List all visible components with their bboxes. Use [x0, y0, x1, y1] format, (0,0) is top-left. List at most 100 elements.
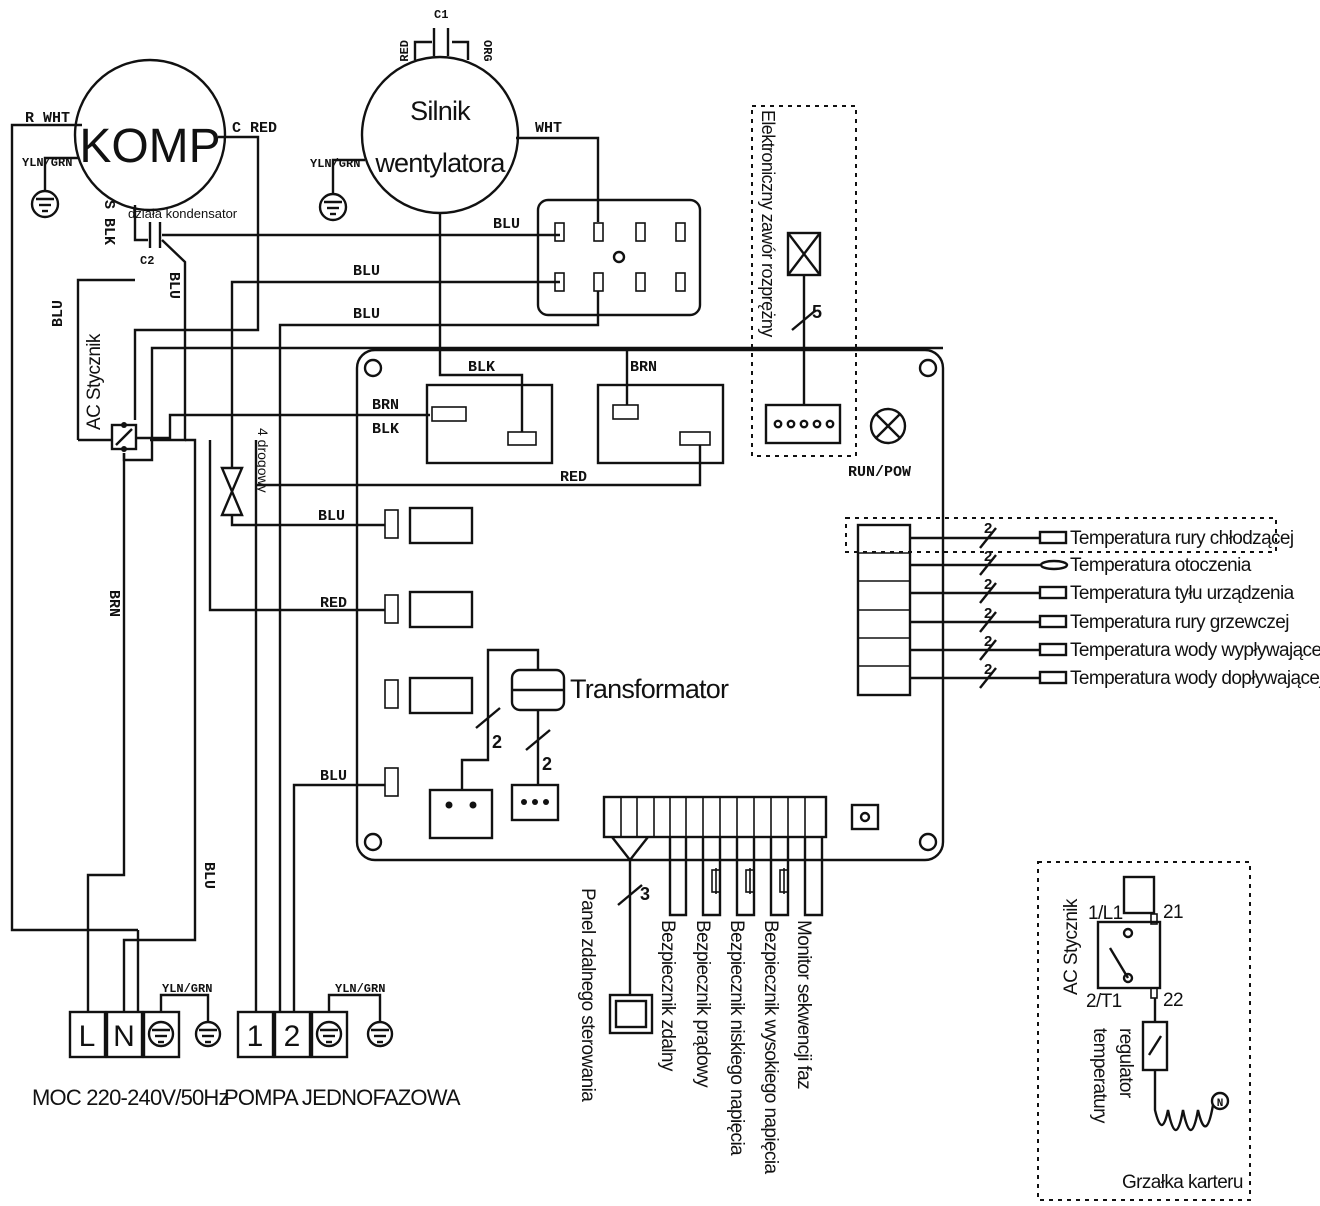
remote-panel-merge [611, 836, 649, 862]
wire-red-relay [208, 440, 385, 612]
fan-motor-label-2: wentylatora [374, 148, 506, 178]
wire-contactor-top [122, 346, 520, 462]
fuse-icons [711, 868, 789, 894]
ground-icon [147, 1020, 175, 1048]
wire-label-brn-top: BRN [630, 359, 657, 376]
wire-transformer-primary [486, 648, 540, 715]
wire-blu-4way-valve [230, 280, 560, 468]
ground-icon [318, 192, 348, 222]
wire-brn [86, 453, 126, 1012]
sensor-label-heating-pipe: Temperatura rury grzewczej [1070, 612, 1289, 633]
transformer-label: Transformator [570, 674, 729, 704]
heater-n-circle [1210, 1091, 1230, 1111]
ground-icon [366, 1020, 394, 1048]
connector [431, 406, 467, 422]
ground-icon [30, 189, 60, 219]
capacitor-note: działa kondensator [128, 206, 238, 221]
board-connector-blu-2 [384, 767, 399, 797]
run-pow-label: RUN/POW [848, 464, 911, 481]
protection-label-6: Monitor sekwencji faz [793, 920, 814, 1089]
sensor-wire-count: 2 [984, 520, 992, 537]
sensor-wire-count: 2 [984, 661, 992, 678]
connector [679, 431, 711, 446]
wire-blu-to-n [122, 438, 197, 1012]
wire-red-c1 [413, 40, 432, 60]
expansion-valve-label: Elektroniczny zawór rozprężny [758, 110, 778, 337]
wire-count-slash [617, 884, 643, 906]
fan-terminal-block [536, 198, 702, 317]
heater-t1: 2/T1 [1086, 991, 1122, 1012]
wire-label-comp-ground: YLN/GRN [22, 156, 72, 170]
heater-l1: 1/L1 [1088, 903, 1123, 924]
thermostat-label-2: temperatury [1089, 1028, 1110, 1124]
sensor-label-water-out: Temperatura wody wypływającej [1070, 640, 1320, 661]
heater-label: Grzałka karteru [1122, 1172, 1243, 1193]
wire-count-2b: 2 [542, 754, 552, 774]
remote-panel [608, 993, 654, 1035]
compressor-label: KOMP [79, 120, 220, 173]
wire-label-pump-ground: YLN/GRN [335, 982, 385, 996]
wire-org-c1 [452, 40, 470, 60]
sensor-wire-count: 2 [984, 576, 992, 593]
transformer [510, 668, 566, 712]
wire-blk-fan [438, 213, 524, 432]
compressor-ground-wire [43, 156, 78, 192]
main-board [355, 348, 945, 862]
capacitor-c1 [432, 28, 450, 56]
heater-element [1153, 1070, 1215, 1132]
fan-motor-label-1: Silnik [410, 96, 471, 126]
compressor: KOMP [73, 58, 227, 212]
wire-label-brn: BRN [105, 590, 122, 617]
ground-icon [315, 1020, 343, 1048]
wire-label-blu-2: BLU [493, 216, 520, 233]
protection-label-1: Panel zdalnego sterowania [577, 888, 598, 1102]
board-reset-dot [859, 811, 871, 823]
crankcase-heater-box [1037, 861, 1251, 1201]
thermostat-label-1: regulator [1115, 1028, 1136, 1099]
wire-label-fan-ground: YLN/GRN [310, 157, 360, 171]
sensor-wire-count: 2 [984, 548, 992, 565]
wire-blu-contactor [76, 278, 135, 440]
sensor-wire-count: 2 [984, 633, 992, 650]
wire-count-2a: 2 [492, 732, 502, 752]
wire-label-blu-4: BLU [353, 306, 380, 323]
board-reset-button [850, 803, 880, 831]
wire-transformer-primary-2 [460, 715, 490, 790]
protection-connector-divisions [620, 797, 806, 837]
transformer-connector-primary [428, 788, 494, 840]
protection-label-4: Bezpiecznik niskiego napięcia [726, 920, 747, 1156]
board-connector-blu [384, 506, 474, 545]
relay-box-1 [425, 383, 554, 465]
relay-box-2 [596, 383, 725, 465]
transformer-connector-secondary [510, 783, 560, 822]
wire-label-s-blk: S BLK [100, 200, 117, 245]
fan-ground-wire [331, 158, 365, 195]
heater-coil [1122, 875, 1156, 915]
protection-label-2: Bezpiecznik zdalny [657, 920, 678, 1072]
run-pow-lamp-icon [869, 407, 907, 445]
sensor-label-water-in: Temperatura wody dopływającej [1070, 668, 1320, 689]
wire-label-blu-8: BLU [320, 768, 347, 785]
fan-terminal-pins [554, 222, 686, 292]
heater-pin21: 21 [1163, 902, 1183, 923]
terminal-l: L [79, 1020, 96, 1053]
sensor-label-ambient: Temperatura otoczenia [1070, 555, 1252, 576]
sensor-wire-count: 2 [984, 605, 992, 622]
four-way-valve [220, 466, 244, 517]
wire-r-wht [10, 123, 138, 932]
wire-label-blu-5: BLU [50, 300, 67, 327]
wire-count-5: 5 [812, 302, 822, 322]
sensor-label-cooling-pipe: Temperatura rury chłodzącej [1070, 528, 1294, 549]
wire-s-blk [133, 205, 148, 242]
wire-brn-blk-board [136, 413, 430, 440]
power-terminal-strip [68, 1010, 181, 1059]
thermostat [1141, 1020, 1169, 1072]
wire-label-blu-1: BLU [165, 272, 182, 299]
wire-count-3: 3 [640, 884, 650, 904]
capacitor-c2-label: C2 [140, 254, 154, 268]
heater-contactor-label: AC Stycznik [1061, 898, 1082, 995]
protection-label-5: Bezpiecznik wysokiego napięcia [760, 920, 781, 1174]
wire-red-board [256, 445, 702, 487]
wire-label-blk-board: BLK [372, 421, 399, 438]
